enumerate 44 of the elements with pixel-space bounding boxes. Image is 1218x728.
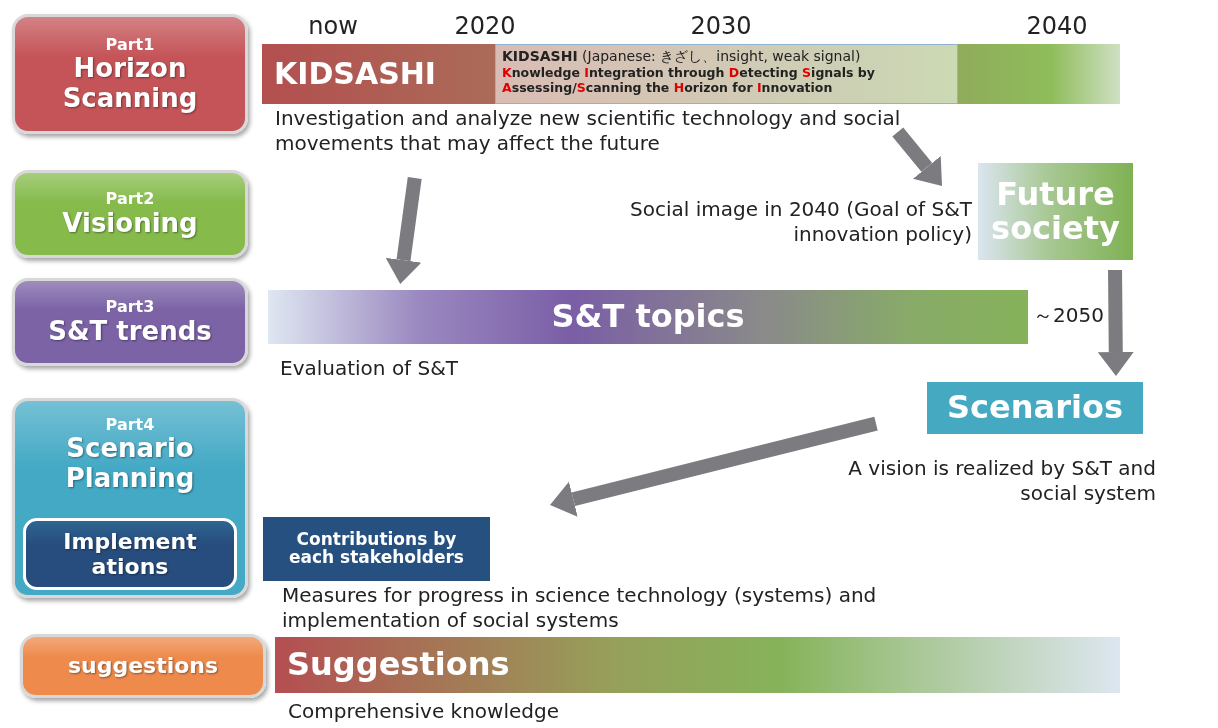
banner-title: Suggestions xyxy=(287,648,510,682)
description-text: Social image in 2040 (Goal of S&T innovation policy) xyxy=(629,197,972,247)
rounded-box xyxy=(12,278,248,366)
box-title: Scenario Planning xyxy=(64,434,196,494)
banner-bar xyxy=(275,637,1120,693)
box-title: S&T trends xyxy=(48,316,212,347)
rounded-box xyxy=(12,398,248,598)
info-box xyxy=(495,44,958,104)
description-text: A vision is realized by S&T and social system xyxy=(847,456,1156,506)
description-text: Evaluation of S&T xyxy=(280,356,460,381)
banner-title: Scenarios xyxy=(947,391,1123,425)
description-text: Investigation and analyze new scientific technology and social movements that may affect the future xyxy=(275,106,902,156)
timeline-year: 2040 xyxy=(1025,12,1089,40)
info-text: KIDSASHI (Japanese: きざし、insight, weak signal) xyxy=(502,48,862,65)
banner-title: KIDSASHI xyxy=(274,58,436,90)
banner-title: Contributions by each stakeholders xyxy=(288,531,465,567)
banner-title: S&T topics xyxy=(551,300,745,334)
rounded-box xyxy=(12,170,248,258)
banner-bar xyxy=(263,517,490,581)
rounded-box xyxy=(23,518,237,590)
box-title: Horizon Scanning xyxy=(61,53,199,114)
description-text: Comprehensive knowledge xyxy=(288,699,560,724)
rounded-box xyxy=(20,634,266,698)
box-title: Implement ations xyxy=(62,528,198,580)
timeline-year: 2030 xyxy=(689,12,753,40)
banner-bar xyxy=(268,290,1028,344)
part-number: Part4 xyxy=(105,415,155,435)
rounded-box xyxy=(12,14,248,134)
part-number: Part2 xyxy=(105,189,155,209)
part-number: Part3 xyxy=(105,297,155,317)
arrow xyxy=(550,416,878,517)
part-number: Part1 xyxy=(105,34,155,54)
arrow xyxy=(385,177,422,284)
timeline-year: now xyxy=(307,12,359,40)
timeline-year: 2020 xyxy=(453,12,517,40)
description-text: ～2050 xyxy=(1033,303,1105,328)
arrow xyxy=(1097,269,1134,376)
description-text: Measures for progress in science technology (systems) and implementation of social systems xyxy=(282,583,878,633)
acronym-text: Knowledge Integration through Detecting Signals by Assessing/Scanning the Horizon for Innovation xyxy=(502,64,876,95)
box-title: Visioning xyxy=(62,208,198,239)
banner-bar xyxy=(262,44,1120,104)
box-title: suggestions xyxy=(67,653,219,679)
banner-bar xyxy=(927,382,1143,434)
arrow xyxy=(892,127,942,186)
